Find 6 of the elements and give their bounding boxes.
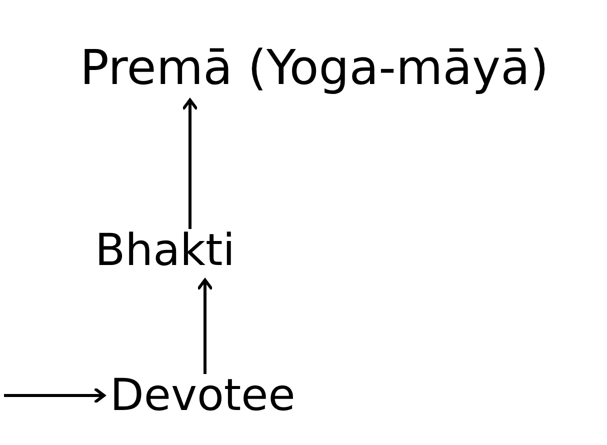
arrow [4,388,106,403]
arrow [198,278,212,374]
node-text: Devotee [110,370,296,421]
node-text: Premā (Yoga-māyā) [80,40,549,96]
arrow [182,98,198,229]
node-text: Bhakti [95,225,235,276]
